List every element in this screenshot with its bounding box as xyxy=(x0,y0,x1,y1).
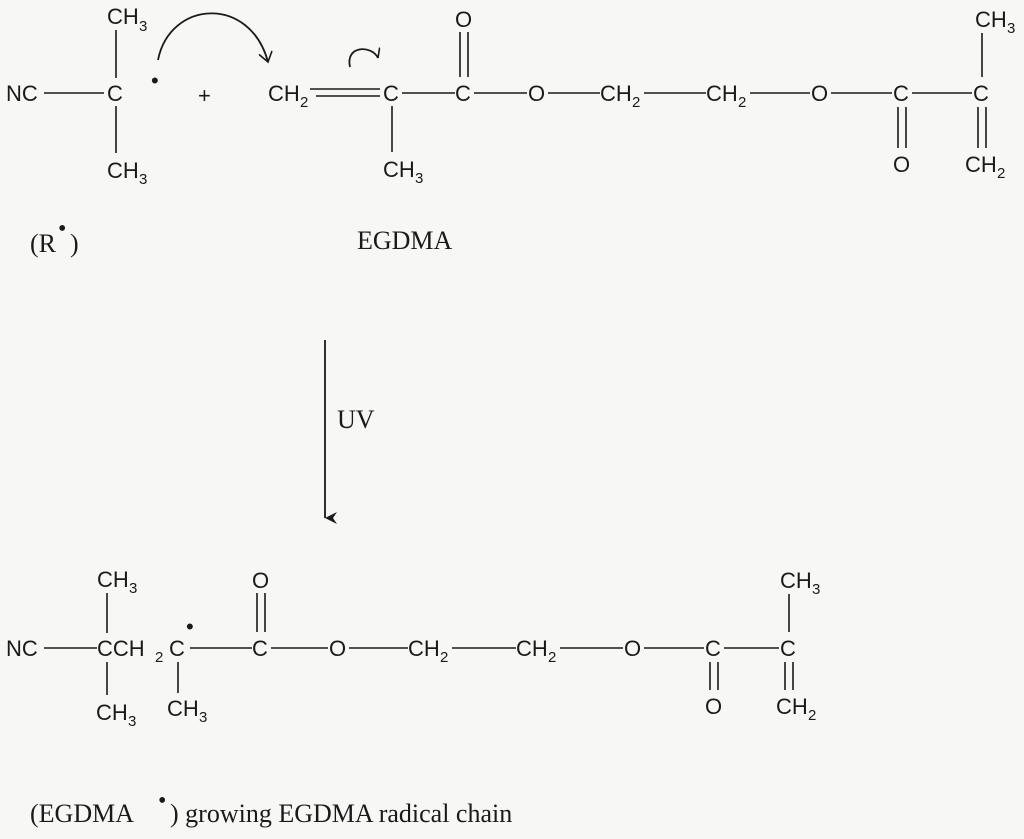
p-methyl-bottom-sub: 3 xyxy=(128,713,136,730)
p-cch-sub: 2 xyxy=(155,649,163,666)
ester-oxygen-2: O xyxy=(811,81,828,106)
initiator-label-dot: • xyxy=(58,216,66,242)
methyl-bottom-sub: 3 xyxy=(139,171,147,188)
ethylene-ch-1: CH xyxy=(600,81,632,106)
pi-bond-shift-arrow xyxy=(348,49,378,68)
p-ester-oxygen-1: O xyxy=(329,636,346,661)
reaction-arrow: UV xyxy=(324,340,375,524)
radical-attack-arrow xyxy=(157,12,268,62)
initiator-radical: CH 3 NC C CH 3 • + xyxy=(6,4,211,188)
p-ester-oxygen-2: O xyxy=(624,636,641,661)
ethylene-sub-1: 2 xyxy=(632,94,640,111)
p-ethylene-sub-1: 2 xyxy=(440,649,448,666)
p-methyl-top-ch: CH xyxy=(97,567,129,592)
p-radical-carbon: C xyxy=(169,636,185,661)
plus-sign: + xyxy=(198,83,211,108)
p-ethylene-ch-1: CH xyxy=(408,636,440,661)
p-methyl-right-sub: 3 xyxy=(812,581,820,598)
vinyl-ch: CH xyxy=(268,81,300,106)
p-carbonyl-carbon-1: C xyxy=(252,636,268,661)
p-terminal-ch: CH xyxy=(776,694,808,719)
p-methyl-top-sub: 3 xyxy=(129,580,137,597)
methyl-right-ch: CH xyxy=(975,7,1007,32)
p-radical-dot: • xyxy=(186,614,194,639)
vinyl-carbon-2: C xyxy=(973,81,989,106)
ester-oxygen-1: O xyxy=(528,81,545,106)
uv-condition: UV xyxy=(337,405,375,434)
p-carbonyl-oxygen-2: O xyxy=(705,694,722,719)
initiator-label-open: (R xyxy=(30,229,57,258)
carbonyl-carbon-1: C xyxy=(455,81,471,106)
product-caption: (EGDMA • ) growing EGDMA radical chain xyxy=(30,788,512,828)
product-radical-chain: CH 3 NC CCH 2 CH 3 C • CH 3 C O O CH 2 C… xyxy=(6,567,820,730)
p-cch: CCH xyxy=(97,636,145,661)
carbonyl-carbon-2: C xyxy=(893,81,909,106)
p-radical-methyl-ch: CH xyxy=(167,696,199,721)
nitrile-group: NC xyxy=(6,81,38,106)
caption-rest: ) growing EGDMA radical chain xyxy=(170,799,512,828)
methyl-top-ch: CH xyxy=(107,4,139,29)
terminal-ch-sub: 2 xyxy=(997,165,1005,182)
alpha-methyl-ch: CH xyxy=(383,157,415,182)
reactant-labels: (R • ) EGDMA xyxy=(30,216,453,258)
p-ethylene-sub-2: 2 xyxy=(548,649,556,666)
vinyl-ch-sub: 2 xyxy=(300,94,308,111)
alpha-methyl-sub: 3 xyxy=(415,170,423,187)
terminal-ch: CH xyxy=(965,152,997,177)
radical-dot: • xyxy=(151,68,159,93)
p-vinyl-carbon: C xyxy=(780,636,796,661)
carbonyl-oxygen-1: O xyxy=(455,7,472,32)
caption-dot: • xyxy=(158,788,166,814)
methyl-bottom-ch: CH xyxy=(107,158,139,183)
central-carbon: C xyxy=(107,81,123,106)
p-carbonyl-oxygen-1: O xyxy=(252,568,269,593)
p-methyl-bottom-ch: CH xyxy=(96,700,128,725)
p-terminal-ch-sub: 2 xyxy=(808,707,816,724)
egdma-monomer: CH 2 C CH 3 C O O CH 2 CH 2 O C O xyxy=(268,7,1015,187)
p-carbonyl-carbon-2: C xyxy=(705,636,721,661)
monomer-label: EGDMA xyxy=(357,226,453,255)
initiator-label-close: ) xyxy=(70,229,79,258)
p-nitrile-group: NC xyxy=(6,636,38,661)
p-ethylene-ch-2: CH xyxy=(516,636,548,661)
methyl-right-sub: 3 xyxy=(1007,20,1015,37)
p-radical-methyl-sub: 3 xyxy=(199,709,207,726)
ethylene-sub-2: 2 xyxy=(738,94,746,111)
carbonyl-oxygen-2: O xyxy=(893,152,910,177)
p-methyl-right-ch: CH xyxy=(780,568,812,593)
ethylene-ch-2: CH xyxy=(706,81,738,106)
caption-open: (EGDMA xyxy=(30,799,134,828)
methyl-top-sub: 3 xyxy=(139,18,147,35)
alpha-carbon: C xyxy=(383,81,399,106)
